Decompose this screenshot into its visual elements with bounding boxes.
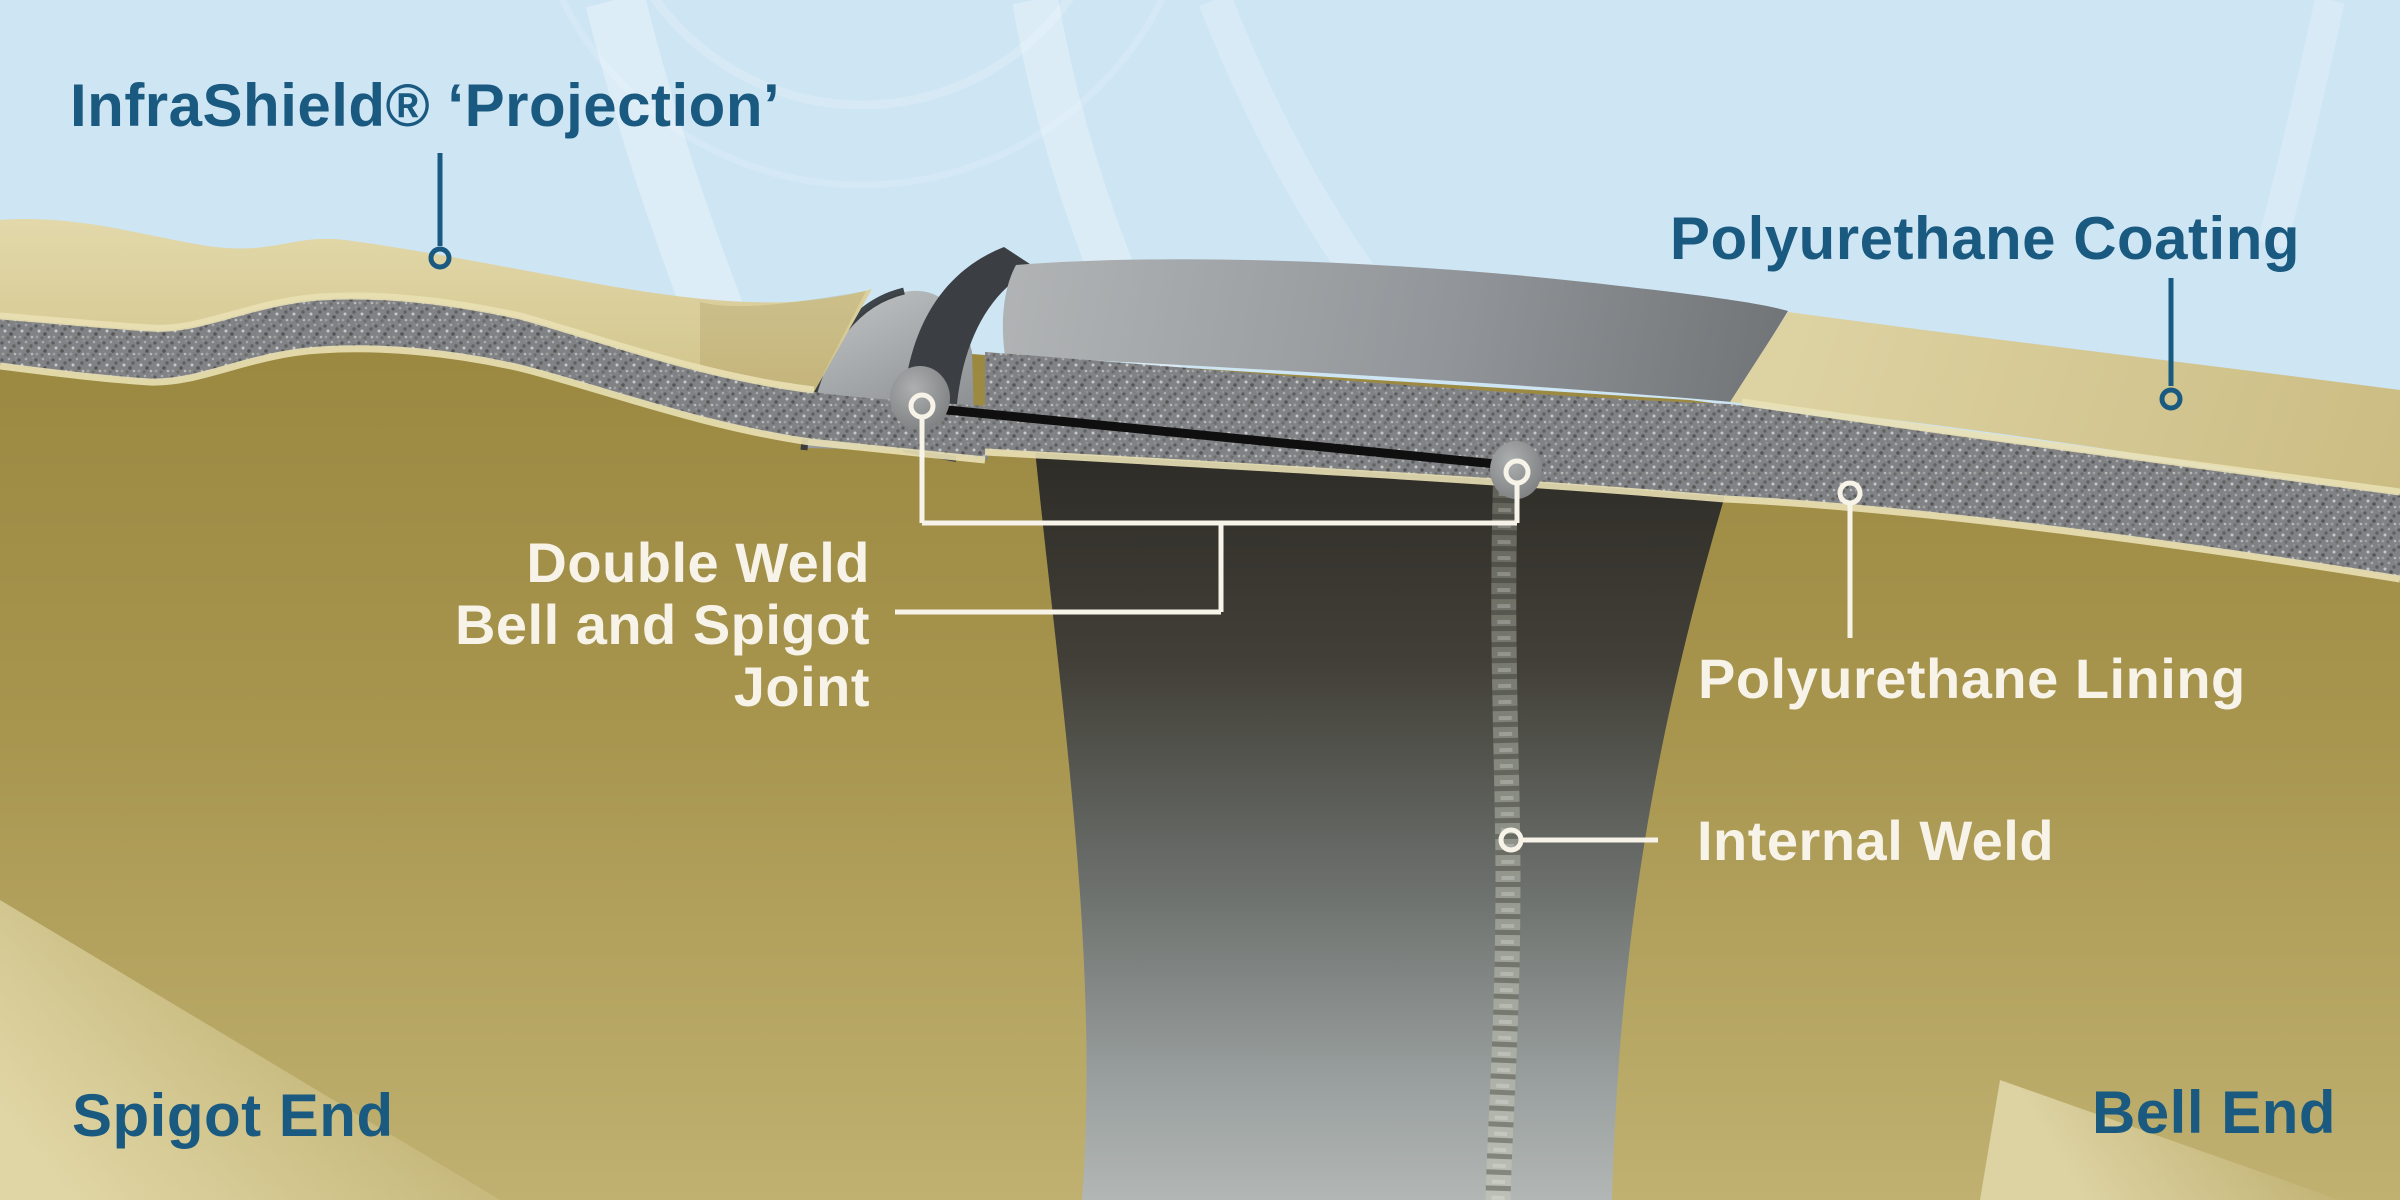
coating-marker-circle bbox=[2159, 387, 2183, 411]
label-double-weld-line2: Bell and Spigot bbox=[455, 593, 870, 656]
double-weld-marker-left bbox=[908, 392, 936, 420]
coating-surface-right bbox=[1730, 312, 2400, 496]
pipe-bore-dark-interior bbox=[1034, 420, 1748, 1200]
white-leader-lines bbox=[895, 392, 1863, 853]
blue-leader-lines bbox=[428, 153, 2183, 411]
interior-light-wedge-right bbox=[1980, 1080, 2340, 1200]
label-internal-weld: Internal Weld bbox=[1697, 809, 2054, 872]
label-double-weld-line3: Joint bbox=[734, 655, 870, 718]
label-polyurethane-lining: Polyurethane Lining bbox=[1698, 647, 2246, 710]
label-infrashield-projection: InfraShield® ‘Projection’ bbox=[70, 72, 780, 139]
label-polyurethane-coating: Polyurethane Coating bbox=[1670, 205, 2300, 272]
label-double-weld-line1: Double Weld bbox=[526, 531, 870, 594]
external-weld-bead-right bbox=[1490, 441, 1542, 499]
label-spigot-end: Spigot End bbox=[72, 1082, 394, 1149]
bell-wall-cut-face bbox=[985, 352, 2400, 577]
infrashield-marker-circle bbox=[428, 246, 452, 270]
coating-surface-left bbox=[0, 219, 872, 392]
internal-weld-bead bbox=[1485, 453, 1521, 1200]
internal-weld-marker-circle bbox=[1498, 827, 1524, 853]
lining-marker-circle bbox=[1837, 480, 1863, 506]
spigot-wall-cut-face bbox=[0, 297, 988, 460]
interior-light-wedge-left bbox=[0, 900, 500, 1200]
coating-cutback-shadow bbox=[700, 291, 866, 392]
polyurethane-edge-strips bbox=[0, 292, 2400, 583]
double-weld-marker-right bbox=[1503, 458, 1531, 486]
bell-spigot-gap-line bbox=[942, 405, 1521, 471]
bell-collar bbox=[1002, 259, 1788, 402]
label-bell-end: Bell End bbox=[2092, 1079, 2336, 1146]
external-weld-bead-left bbox=[890, 366, 950, 430]
